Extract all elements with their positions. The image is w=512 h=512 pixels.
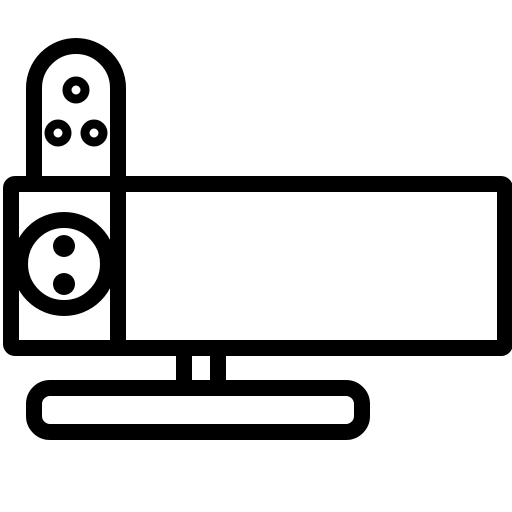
woofer-dot-top — [53, 235, 75, 257]
tweeter-dot-right — [80, 119, 108, 147]
woofer-dot-bottom — [53, 273, 75, 295]
monitor-screen-outline — [3, 176, 512, 356]
tweeter-dot-top — [62, 76, 90, 104]
monitor-stand-base — [26, 380, 370, 440]
speaker-woofer-ring — [12, 212, 116, 316]
tweeter-dot-left — [44, 119, 72, 147]
speaker-tower-outline — [26, 38, 126, 190]
